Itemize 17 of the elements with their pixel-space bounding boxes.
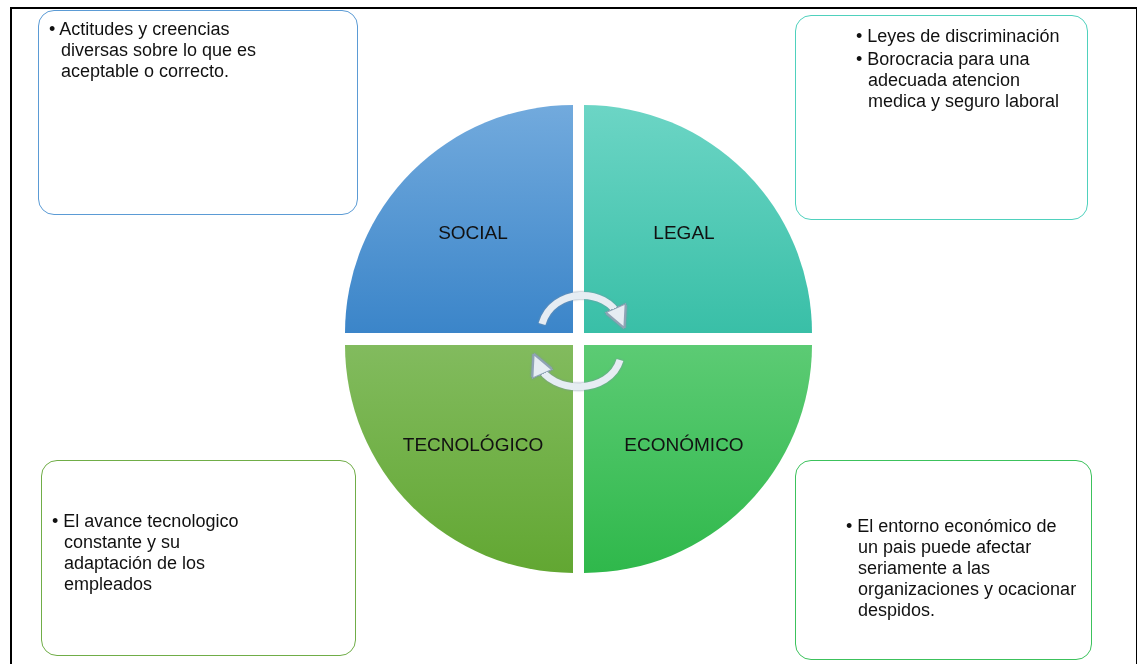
segment-label: ECONÓMICO bbox=[624, 434, 744, 456]
text-card bbox=[795, 460, 1092, 660]
bullet-text: • El entorno económico de un pais puede afectar seriamente a las organizaciones y ocacionar despidos. bbox=[846, 516, 1077, 621]
bullet-text: • El avance tecnologico constante y su adaptación de los empleados bbox=[52, 511, 240, 595]
quadrant-segment bbox=[584, 345, 812, 573]
bullet-text: • Actitudes y creencias diversas sobre lo que es aceptable o correcto. bbox=[49, 19, 257, 82]
bullet-text: • Borocracia para una adecuada atencion medica y seguro laboral bbox=[856, 49, 1061, 112]
text-card bbox=[41, 460, 356, 656]
quadrant-segment bbox=[345, 105, 573, 333]
segment-label: SOCIAL bbox=[438, 222, 508, 244]
segment-label: TECNOLÓGICO bbox=[402, 434, 544, 456]
bullet-text: • Leyes de discriminación bbox=[856, 26, 1061, 47]
text-card bbox=[795, 15, 1088, 220]
text-card bbox=[38, 10, 358, 215]
segment-label: LEGAL bbox=[653, 222, 715, 244]
quadrant-segment bbox=[345, 345, 573, 573]
quadrant-segment bbox=[584, 105, 812, 333]
